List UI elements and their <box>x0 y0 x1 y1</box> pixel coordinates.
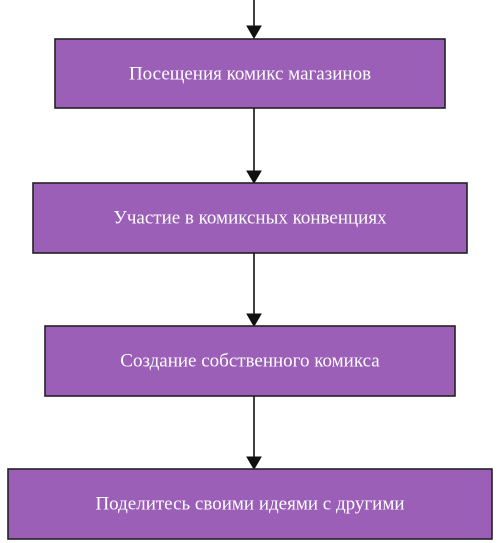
node-posescheniya-komiks-magazinov: Посещения комикс магазинов <box>54 38 446 109</box>
node-uchastie-v-komiksnyh-konvenciyah: Участие в комиксных конвенциях <box>32 182 468 254</box>
edge-posescheniya-to-uchastie <box>246 108 262 184</box>
edge-sozdanie-to-podelites <box>246 396 262 470</box>
node-label: Поделитесь своими идеями с другими <box>95 493 404 514</box>
edge-incoming-to-posescheniya <box>246 0 262 39</box>
node-label: Создание собственного комикса <box>120 350 380 371</box>
edge-uchastie-to-sozdanie <box>246 253 262 327</box>
node-label: Участие в комиксных конвенциях <box>113 207 387 228</box>
node-sozdanie-sobstvennogo-komiksa: Создание собственного комикса <box>44 325 456 397</box>
node-label: Посещения комикс магазинов <box>129 63 371 84</box>
node-podelites-svoimi-ideyami: Поделитесь своими идеями с другими <box>7 468 493 540</box>
